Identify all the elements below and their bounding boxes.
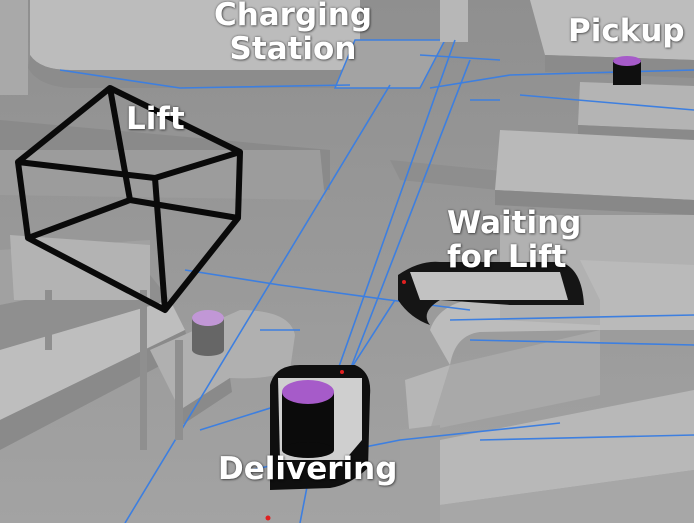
lift-supports (45, 290, 183, 450)
robot-indicator-light (340, 370, 344, 374)
lift-label: Lift (126, 101, 185, 137)
pickup-robot[interactable] (613, 56, 641, 85)
charging-pad (333, 39, 447, 89)
waiting-robot[interactable] (398, 261, 584, 325)
delivering-robot[interactable] (265, 365, 371, 521)
wall-right-lower (400, 215, 694, 523)
lift-robot[interactable] (192, 310, 224, 356)
charging-station-label: Charging Station (200, 0, 386, 66)
delivering-label: Delivering (218, 451, 398, 487)
waiting-label-line1: Waiting (447, 205, 582, 241)
charging-label-line2: Station (229, 31, 357, 67)
robot-indicator-light (265, 515, 271, 521)
lift-frame (15, 85, 243, 313)
lift-platform (150, 310, 295, 425)
waiting-label-line2: for Lift (447, 239, 567, 275)
wall-column (440, 0, 468, 42)
waiting-for-lift-label: Waiting for Lift (447, 206, 581, 274)
pickup-label: Pickup (568, 13, 685, 49)
charging-label-line1: Charging (213, 0, 373, 33)
robot-indicator-light (402, 280, 406, 284)
